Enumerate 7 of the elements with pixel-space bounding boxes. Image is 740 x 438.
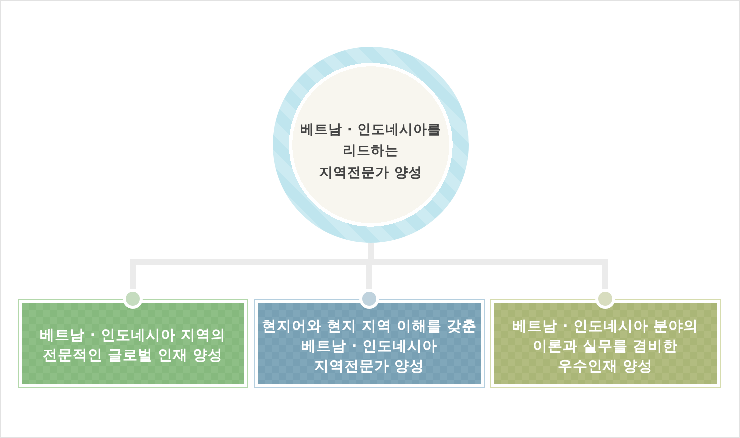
box-text: 현지어와 현지 지역 이해를 갖춘 베트남 · 인도네시아 지역전문가 양성 — [262, 318, 478, 377]
process-box — [490, 299, 721, 388]
process-box — [18, 299, 248, 388]
process-box — [254, 299, 485, 388]
node-text: 베트남 · 인도네시아를 리드하는 지역전문가 양성 — [300, 120, 442, 183]
box-text: 베트남 · 인도네시아 분야의 이론과 실무를 겸비한 우수인재 양성 — [512, 318, 698, 377]
box-text: 베트남 · 인도네시아 지역의 전문적인 글로벌 인재 양성 — [40, 327, 226, 366]
